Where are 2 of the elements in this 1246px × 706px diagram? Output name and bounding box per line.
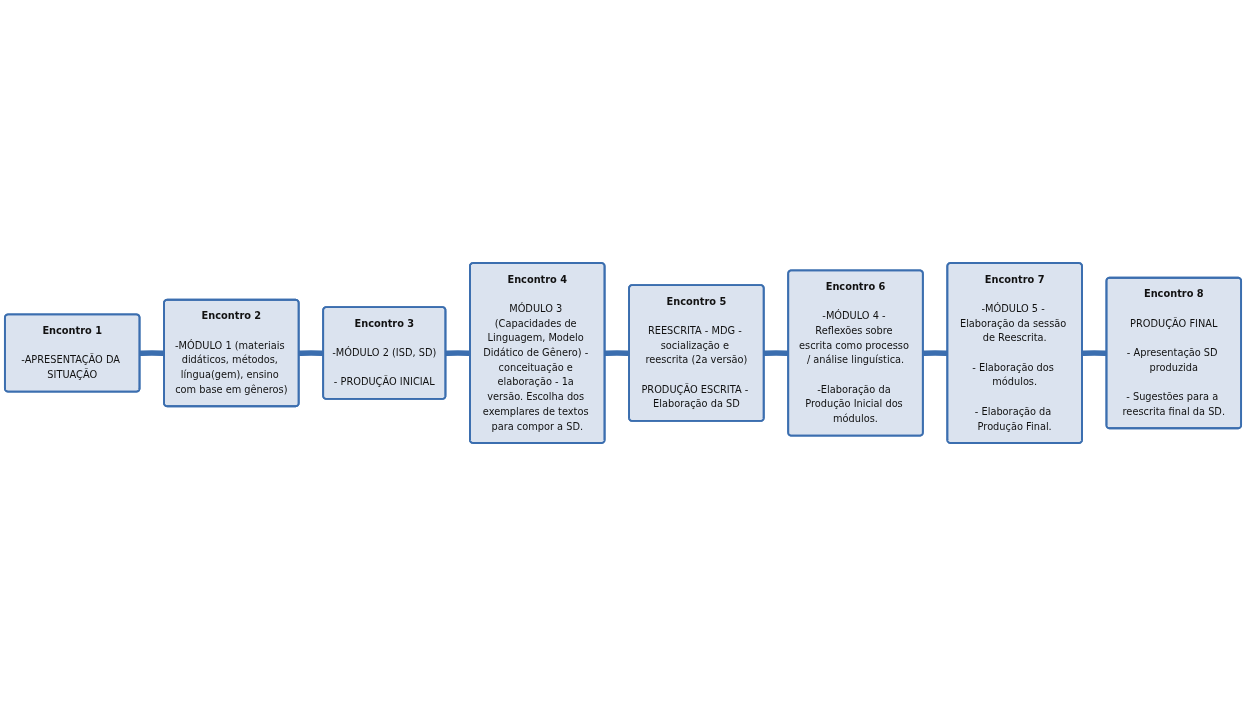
connector [445,350,471,357]
connector [139,350,165,357]
